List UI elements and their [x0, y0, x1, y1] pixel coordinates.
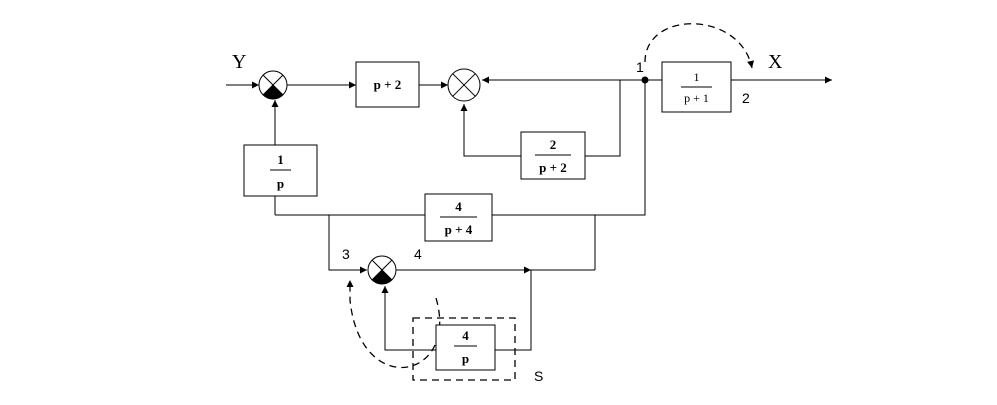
svg-text:1: 1 — [277, 152, 284, 167]
summer-1 — [258, 70, 288, 100]
block-1-over-p: 1 p — [243, 144, 318, 197]
point-label-2: 2 — [742, 90, 750, 106]
block-1-over-p-plus-1: 1 p + 1 — [661, 61, 732, 113]
wire-tf2-to-mult — [460, 104, 521, 157]
svg-text:4: 4 — [462, 328, 469, 343]
dashed-arc-1-to-2 — [644, 23, 754, 69]
dashed-region-s — [412, 317, 516, 381]
wire-feedback-2-over-p2 — [585, 80, 621, 157]
block-2-over-p-plus-2: 2 p + 2 — [520, 131, 586, 180]
branch-node-1 — [641, 76, 649, 84]
signal-wires — [226, 76, 832, 351]
block-p-plus-2: p + 2 — [355, 61, 420, 108]
point-label-1: 1 — [636, 59, 644, 75]
block-4-over-p: 4 p — [435, 324, 496, 371]
input-label-y: Y — [232, 51, 246, 73]
svg-text:p + 1: p + 1 — [684, 91, 709, 105]
svg-text:p + 2: p + 2 — [539, 160, 567, 175]
wire-node1-down — [492, 80, 646, 216]
svg-text:2: 2 — [550, 137, 557, 152]
svg-text:1: 1 — [694, 70, 700, 84]
svg-text:p: p — [462, 351, 469, 366]
wire-4p-to-sum2 — [381, 286, 436, 351]
svg-text:4: 4 — [455, 199, 462, 214]
region-label-s: S — [534, 368, 543, 384]
multiplier — [447, 68, 481, 102]
output-label-x: X — [768, 51, 783, 73]
svg-text:p + 4: p + 4 — [445, 222, 473, 237]
block-4-over-p-plus-4: 4 p + 4 — [424, 193, 493, 242]
wire-branch-to-sum2 — [328, 215, 367, 274]
summer-2 — [367, 255, 397, 285]
wire-junction-to-4p — [495, 270, 532, 351]
dashed-arc-4-to-3 — [346, 280, 441, 369]
svg-text:p + 2: p + 2 — [374, 77, 402, 92]
point-label-3: 3 — [342, 246, 350, 262]
svg-text:p: p — [277, 176, 284, 191]
point-label-4: 4 — [414, 246, 422, 262]
